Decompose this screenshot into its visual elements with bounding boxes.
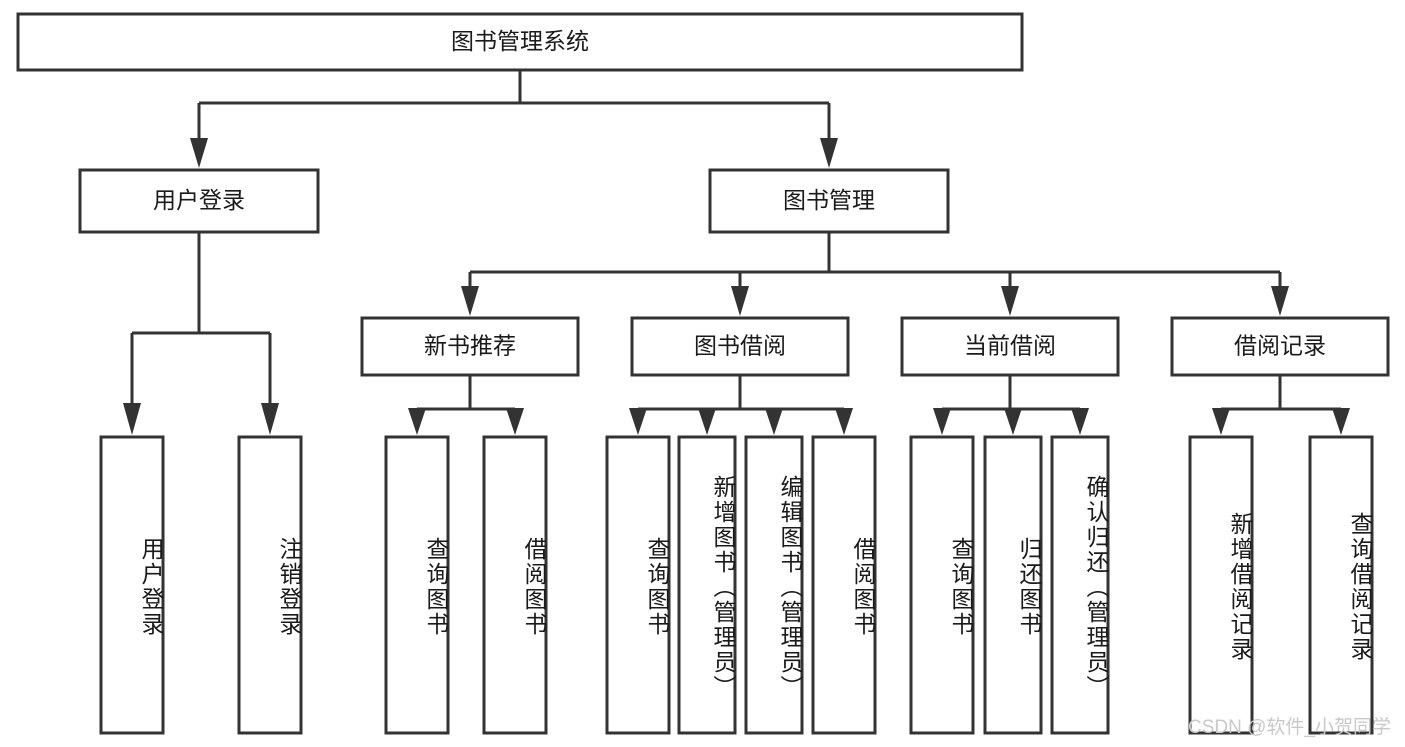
node-label-root: 图书管理系统 bbox=[451, 28, 589, 54]
arrow-head-user-login bbox=[190, 138, 208, 168]
node-box-root[interactable] bbox=[16, 12, 1024, 72]
arrow-head-bb-leaf-4 bbox=[835, 408, 853, 435]
node-box-borrow-record[interactable] bbox=[1170, 316, 1390, 377]
arrow-head-cb-leaf-2 bbox=[1004, 408, 1022, 435]
node-box-leaf-9[interactable] bbox=[983, 435, 1043, 735]
node-box-leaf-8[interactable] bbox=[909, 435, 975, 735]
arrow-head-new-book-rec bbox=[461, 286, 479, 316]
arrow-head-book-mgmt bbox=[820, 138, 838, 168]
node-box-leaf-0[interactable] bbox=[99, 435, 165, 735]
arrow-head-br-leaf-1 bbox=[1212, 408, 1230, 435]
arrow-head-leaf-logout bbox=[261, 403, 279, 435]
node-box-leaf-12[interactable] bbox=[1308, 435, 1374, 735]
node-box-new-book-recommend[interactable] bbox=[360, 316, 580, 377]
node-box-current-borrow[interactable] bbox=[900, 316, 1120, 377]
node-box-leaf-3[interactable] bbox=[482, 435, 548, 735]
node-box-leaf-5[interactable] bbox=[677, 435, 737, 735]
arrow-head-nbr-leaf-1 bbox=[408, 408, 426, 435]
arrow-head-cb-leaf-1 bbox=[933, 408, 951, 435]
arrow-head-bb-leaf-3 bbox=[765, 408, 783, 435]
arrow-head-cb-leaf-3 bbox=[1071, 408, 1089, 435]
node-box-leaf-2[interactable] bbox=[384, 435, 450, 735]
node-box-user-login[interactable] bbox=[78, 168, 320, 234]
arrow-head-leaf-user-login bbox=[123, 403, 141, 435]
node-box-book-borrow[interactable] bbox=[630, 316, 850, 377]
arrow-head-borrow-record bbox=[1271, 286, 1289, 316]
node-label-current-borrow: 当前借阅 bbox=[964, 333, 1056, 359]
node-box-leaf-7[interactable] bbox=[811, 435, 877, 735]
arrow-head-nbr-leaf-2 bbox=[506, 408, 524, 435]
node-label-borrow-record: 借阅记录 bbox=[1234, 333, 1326, 359]
node-label-book-management: 图书管理 bbox=[783, 187, 875, 213]
arrow-head-br-leaf-2 bbox=[1332, 408, 1350, 435]
node-box-leaf-4[interactable] bbox=[605, 435, 671, 735]
node-label-user-login: 用户登录 bbox=[153, 187, 245, 213]
node-box-leaf-1[interactable] bbox=[237, 435, 303, 735]
node-box-leaf-10[interactable] bbox=[1050, 435, 1110, 735]
node-box-book-management[interactable] bbox=[708, 168, 950, 234]
arrow-head-book-borrow bbox=[731, 286, 749, 316]
node-boxes: 图书管理系统 用户登录 图书管理 新书推荐 图书借阅 当前借阅 借阅记录 bbox=[16, 12, 1390, 735]
node-box-leaf-11[interactable] bbox=[1188, 435, 1254, 735]
arrow-head-current-borrow bbox=[1001, 286, 1019, 316]
node-label-new-book-recommend: 新书推荐 bbox=[424, 333, 516, 359]
arrow-head-bb-leaf-1 bbox=[629, 408, 647, 435]
node-box-leaf-6[interactable] bbox=[744, 435, 804, 735]
node-label-book-borrow: 图书借阅 bbox=[694, 333, 786, 359]
arrow-head-bb-leaf-2 bbox=[698, 408, 716, 435]
watermark-credit: CSDN @软件_小贺同学 bbox=[1188, 717, 1391, 738]
connectors bbox=[123, 70, 1350, 435]
